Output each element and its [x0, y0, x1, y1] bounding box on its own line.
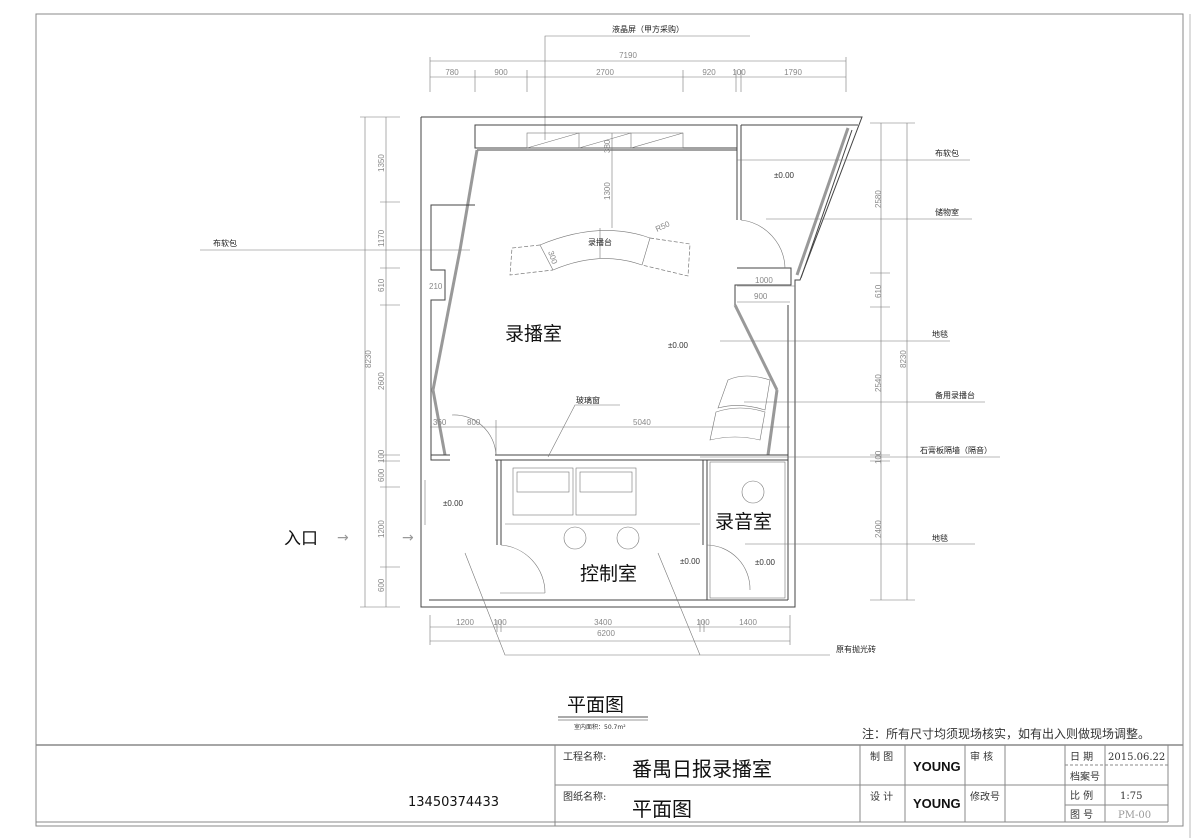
dim-bottom-total: 6200 — [597, 629, 615, 638]
left-label-soft-wall: 布软包 — [213, 238, 237, 248]
dim-r50: R50 — [654, 219, 672, 234]
dim-top-6: 1790 — [784, 68, 802, 77]
dim-bottom-5: 1400 — [739, 618, 757, 627]
note-text: 注：所有尺寸均须现场核实，如有出入则做现场调整。 — [862, 726, 1150, 741]
dim-top-5: 100 — [732, 68, 746, 77]
dim-left-1: 1350 — [377, 154, 386, 172]
drawn-by: YOUNG — [913, 759, 961, 774]
dim-left-8: 600 — [377, 578, 386, 592]
room-broadcast: 录播室 — [505, 323, 562, 345]
designer: YOUNG — [913, 796, 961, 811]
dim-left-4: 2600 — [377, 372, 386, 390]
dim-1000: 1000 — [755, 276, 773, 285]
dim-top-4: 920 — [702, 68, 716, 77]
dim-800: 800 — [467, 418, 481, 427]
right-labels: 布软包 储物室 地毯 备用录播台 石膏板隔墙（隔音） 地毯 — [700, 148, 1000, 545]
level-mark: ±0.00 — [755, 558, 776, 567]
phone-number: 13450374433 — [408, 795, 499, 810]
dim-right-total: 8230 — [899, 350, 908, 368]
dim-bottom-2: 100 — [493, 618, 507, 627]
top-dimensions: 7190 780 900 2700 920 100 1790 — [429, 51, 847, 92]
title-block: 13450374433 工程名称: 番禺日报录播室 图纸名称: 平面图 制 图 … — [36, 744, 1183, 826]
drawing-no: PM-00 — [1118, 810, 1151, 821]
project-name: 番禺日报录播室 — [632, 757, 772, 781]
designer-label: 设 计 — [870, 790, 893, 803]
drawing-caption: 平面图 — [567, 694, 624, 716]
bottom-dimensions: 1200 100 3400 100 1400 6200 — [429, 615, 791, 645]
dim-1300: 1300 — [603, 182, 612, 200]
entrance-arrow-icon: → — [402, 530, 414, 546]
area-text: 室内面积：50.7m² — [574, 723, 626, 731]
dim-top-total: 7190 — [619, 51, 637, 60]
dim-left-5: 100 — [377, 449, 386, 463]
level-mark: ±0.00 — [774, 171, 795, 180]
dim-bottom-3: 3400 — [594, 618, 612, 627]
dim-right-3: 2540 — [874, 374, 883, 392]
review-label: 审 核 — [970, 750, 993, 763]
drawing-name-label: 图纸名称: — [563, 790, 606, 803]
lcd-leader: 液晶屏（甲方采购） — [544, 24, 750, 140]
desk-label: 录播台 — [588, 237, 612, 247]
scale-value: 1:75 — [1120, 791, 1142, 802]
drawing-name: 平面图 — [632, 797, 692, 821]
lcd-label: 液晶屏（甲方采购） — [612, 24, 684, 34]
level-marks: ±0.00 ±0.00 ±0.00 ±0.00 ±0.00 — [443, 171, 795, 567]
entrance-label: 入口 — [284, 529, 318, 549]
dim-left-7: 1200 — [377, 520, 386, 538]
drawn-by-label: 制 图 — [870, 750, 893, 763]
dim-top-2: 900 — [494, 68, 508, 77]
floor-label: 原有抛光砖 — [836, 644, 876, 654]
glass-window-label: 玻璃窗 — [576, 395, 600, 405]
dim-right-1: 2580 — [874, 190, 883, 208]
revision-label: 修改号 — [970, 790, 1000, 803]
dim-210: 210 — [429, 282, 443, 291]
right-dimensions: 2580 610 2540 100 2400 8230 — [870, 122, 915, 601]
left-dimensions: 8230 1350 1170 610 2600 100 600 1200 600 — [360, 116, 400, 608]
dim-left-total: 8230 — [364, 350, 373, 368]
label-soft-wall: 布软包 — [935, 148, 959, 158]
walls — [420, 116, 863, 608]
sheet-border — [35, 13, 1184, 827]
room-recording: 录音室 — [715, 511, 772, 533]
dim-380: 380 — [603, 139, 612, 153]
label-carpet-2: 地毯 — [932, 533, 948, 543]
scale-label: 比 例 — [1070, 789, 1093, 802]
label-backup-desk: 备用录播台 — [935, 390, 975, 400]
label-carpet: 地毯 — [932, 329, 948, 339]
label-storage: 储物室 — [935, 207, 959, 217]
date-label: 日 期 — [1070, 751, 1093, 763]
dim-right-5: 2400 — [874, 520, 883, 538]
archive-label: 档案号 — [1070, 770, 1100, 783]
date-value: 2015.06.22 — [1108, 752, 1165, 763]
drawing-no-label: 图 号 — [1070, 809, 1093, 821]
dim-360: 360 — [433, 418, 447, 427]
level-mark: ±0.00 — [668, 341, 689, 350]
dim-top-1: 780 — [445, 68, 459, 77]
dim-900: 900 — [754, 292, 768, 301]
dim-bottom-1: 1200 — [456, 618, 474, 627]
broadcast-desk: 录播台 300 R50 — [509, 219, 691, 277]
level-mark: ±0.00 — [443, 499, 464, 508]
dim-5040: 5040 — [633, 418, 651, 427]
dim-bottom-4: 100 — [696, 618, 710, 627]
level-mark: ±0.00 — [680, 557, 701, 566]
room-control: 控制室 — [580, 563, 637, 585]
project-name-label: 工程名称: — [563, 750, 606, 763]
lcd-screens: 380 1300 — [526, 132, 684, 228]
dim-left-2: 1170 — [377, 229, 386, 247]
dim-right-2: 610 — [874, 284, 883, 298]
backup-desks — [709, 375, 771, 441]
dim-300: 300 — [546, 250, 559, 266]
label-gypsum-wall: 石膏板隔墙（隔音） — [920, 445, 992, 455]
dim-top-3: 2700 — [596, 68, 614, 77]
entrance-arrow-icon: → — [337, 530, 349, 546]
dim-left-6: 600 — [377, 468, 386, 482]
dim-left-3: 610 — [377, 278, 386, 292]
